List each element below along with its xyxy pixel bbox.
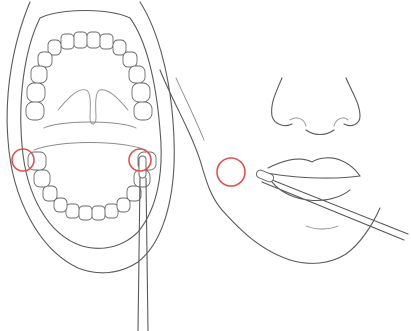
outer-lips	[6, 1, 175, 274]
inner-mouth	[20, 9, 162, 249]
face-panel	[159, 69, 409, 264]
mouth-line	[261, 171, 361, 179]
nose	[271, 77, 361, 136]
upper-teeth	[25, 31, 153, 121]
nostril-right	[333, 117, 349, 127]
chin-crease	[305, 225, 339, 230]
open-mouth-panel	[6, 1, 175, 331]
face-contour	[159, 69, 381, 264]
lower-teeth	[27, 151, 157, 221]
cheek-line	[175, 77, 205, 141]
left-cheek-swab-marker	[11, 148, 35, 172]
nostril-left	[289, 117, 307, 127]
tongue-line	[33, 142, 147, 151]
throat-arch	[43, 121, 137, 129]
face-swab	[255, 169, 409, 241]
upper-lip	[267, 157, 361, 177]
face-cheek-swab-marker	[216, 157, 246, 187]
right-cheek-swab-marker	[128, 148, 152, 172]
mouth-swab	[137, 155, 149, 331]
uvula	[57, 89, 129, 125]
